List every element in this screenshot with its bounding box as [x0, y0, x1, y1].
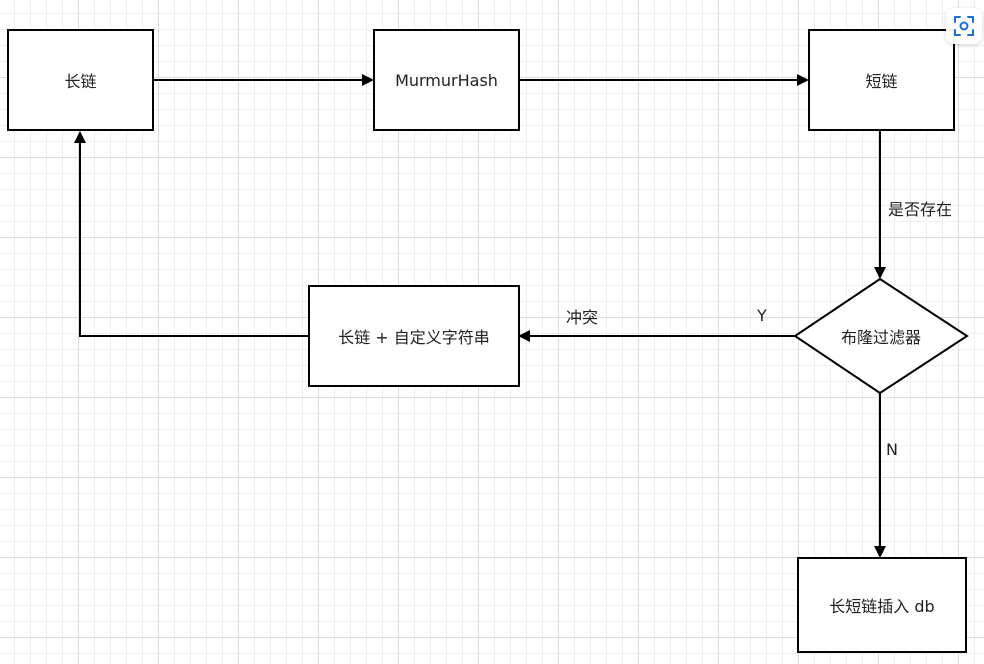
edge-label-exists: 是否存在 [888, 200, 953, 219]
node-short-link[interactable]: 短链 [808, 29, 955, 131]
scan-focus-icon [954, 16, 974, 36]
scan-focus-button[interactable] [946, 8, 982, 44]
edge-suffix-to-long [74, 131, 309, 337]
node-long-link-label: 长链 [64, 72, 97, 91]
node-insert-db[interactable]: 长短链插入 db [797, 557, 967, 653]
node-insert-db-label: 长短链插入 db [829, 597, 935, 616]
node-murmurhash-label: MurmurHash [395, 70, 498, 90]
node-murmurhash[interactable]: MurmurHash [373, 29, 520, 131]
edge-label-conflict: 冲突 [566, 308, 599, 327]
node-short-link-label: 短链 [865, 72, 898, 91]
node-long-plus-suffix[interactable]: 长链 + 自定义字符串 [308, 285, 520, 387]
bloom-filter-diamond [793, 277, 969, 395]
edge-label-yes: Y [757, 306, 767, 325]
edge-label-no: N [886, 440, 898, 459]
node-bloom-filter-label[interactable]: 布隆过滤器 [840, 328, 921, 347]
node-long-link[interactable]: 长链 [7, 29, 154, 131]
node-long-plus-suffix-label: 长链 + 自定义字符串 [338, 328, 490, 347]
